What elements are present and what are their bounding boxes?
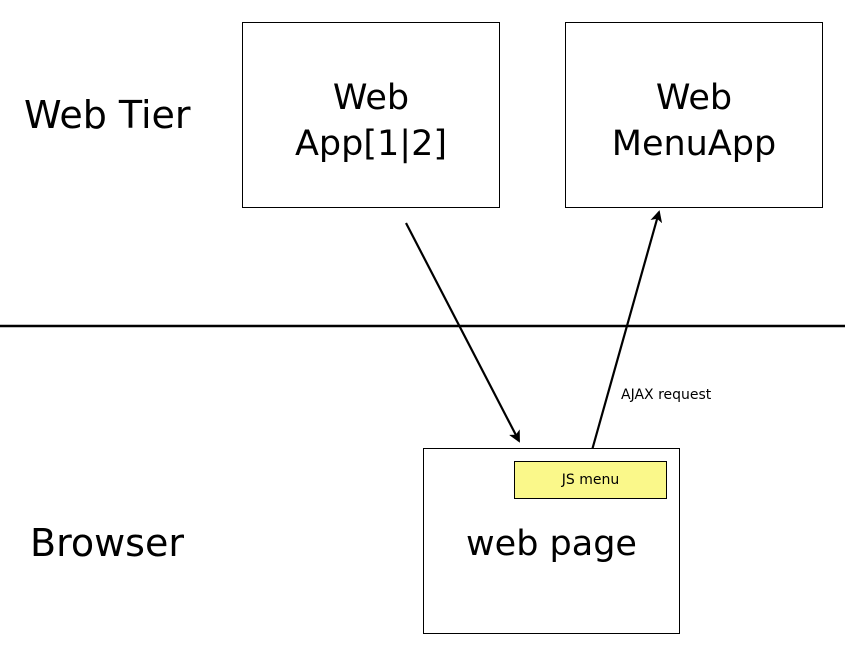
web-tier-label: Web Tier — [24, 93, 191, 137]
webapp-line1: Web — [332, 78, 410, 118]
webapp-line2: App[1|2] — [294, 124, 447, 164]
webmenuapp-line1: Web — [655, 78, 733, 118]
webapp-box-label: Web App[1|2] — [243, 75, 499, 167]
arrow-webapp-to-webpage — [405, 222, 520, 443]
webmenuapp-box-label: Web MenuApp — [566, 75, 822, 167]
browser-label: Browser — [30, 521, 184, 565]
webmenuapp-box: Web MenuApp — [565, 22, 823, 208]
arrow-jsmenu-to-webmenuapp — [585, 210, 663, 469]
ajax-request-label: AJAX request — [621, 387, 712, 403]
webpage-box-label: web page — [466, 524, 637, 564]
webapp-box: Web App[1|2] — [242, 22, 500, 208]
js-menu-box: JS menu — [514, 461, 667, 499]
webmenuapp-line2: MenuApp — [611, 124, 777, 164]
